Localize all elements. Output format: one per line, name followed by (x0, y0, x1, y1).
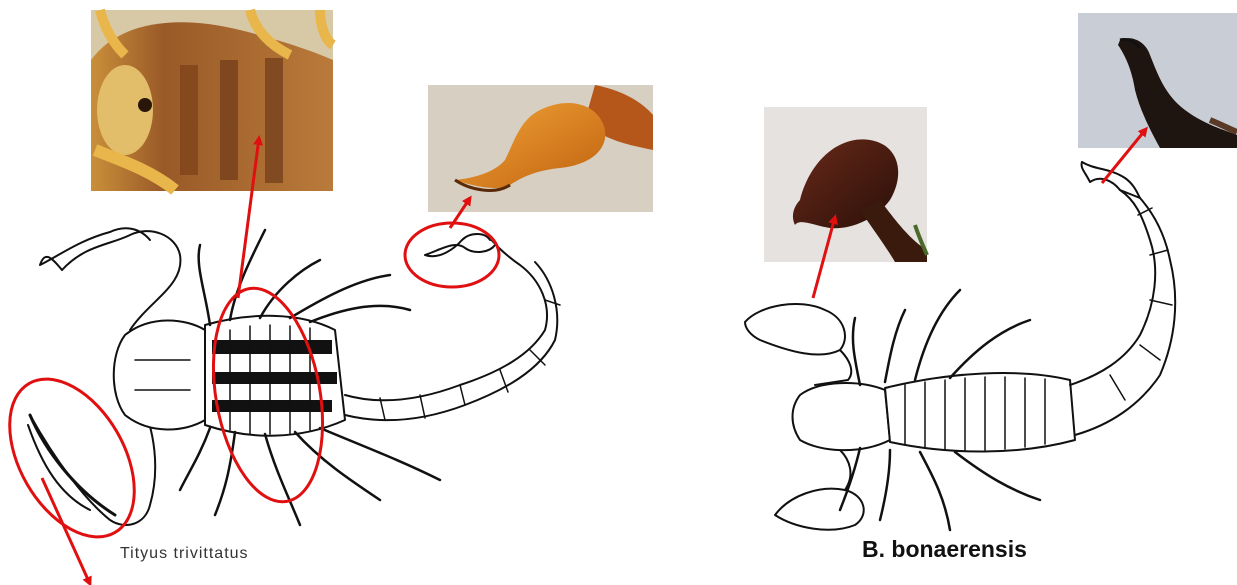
bonaerensis-mesosoma (885, 373, 1075, 451)
dorsal-photo-inset (91, 10, 333, 191)
tityus-metasoma (345, 240, 547, 400)
tityus-scorpion-drawing (28, 228, 560, 525)
tityus-telson (425, 234, 495, 256)
bonaerensis-lower-claw (775, 489, 864, 530)
highlight-telson-tityus (405, 223, 499, 287)
tityus-cephalothorax (114, 320, 205, 429)
bonaerensis-claw-photo-inset (764, 107, 927, 262)
tityus-species-caption: Tityus trivittatus (120, 545, 249, 563)
tityus-upper-pedipalp (62, 231, 180, 330)
bonaerensis-telson (1082, 162, 1140, 198)
tityus-telson-photo-inset (428, 85, 653, 212)
bonaerensis-species-caption: B. bonaerensis (862, 536, 1027, 563)
bonaerensis-cephalothorax (793, 383, 891, 450)
bonaerensis-metasoma (1070, 190, 1155, 385)
bonaerensis-telson-photo-inset (1078, 13, 1237, 148)
bonaerensis-upper-claw (745, 304, 845, 355)
